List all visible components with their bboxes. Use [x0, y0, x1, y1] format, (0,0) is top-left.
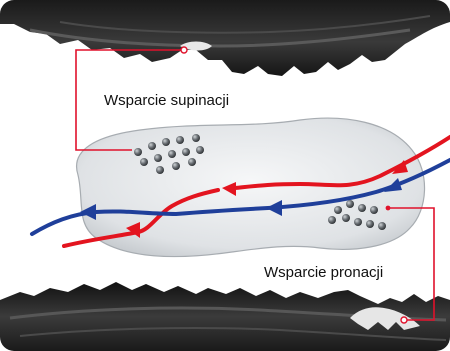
shoe-sole-top: [0, 0, 450, 76]
pronation-support-label: Wsparcie pronacji: [264, 264, 383, 281]
shoe-sole-bottom: [0, 282, 450, 351]
supination-support-label: Wsparcie supinacji: [104, 92, 229, 109]
